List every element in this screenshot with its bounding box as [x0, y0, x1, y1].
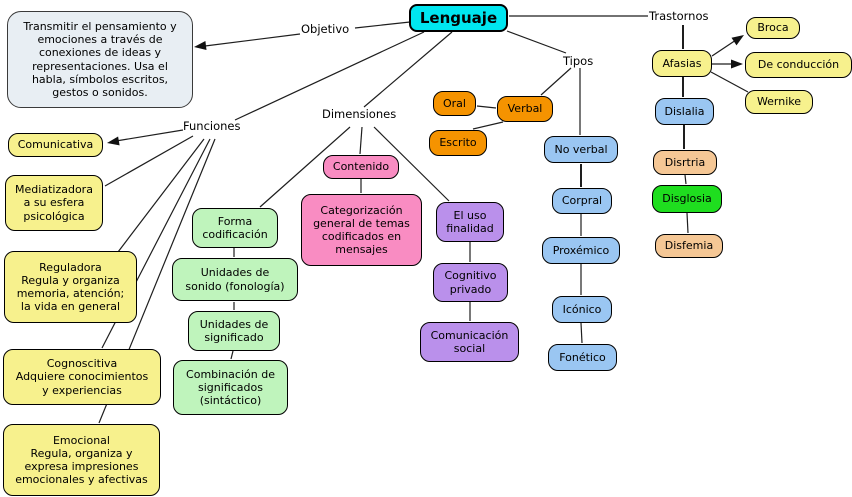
node-comunicativa[interactable]: Comunicativa: [8, 133, 103, 157]
node-oral[interactable]: Oral: [433, 91, 476, 116]
node-afasias[interactable]: Afasias: [652, 50, 712, 77]
node-iconico[interactable]: Icónico: [552, 296, 612, 323]
node-dislalia[interactable]: Dislalia: [655, 98, 714, 125]
node-fonetico[interactable]: Fonético: [548, 344, 617, 371]
node-disrtria[interactable]: Disrtria: [653, 150, 717, 175]
node-mediatizadora[interactable]: Mediatizadora a su esfera psicológica: [5, 175, 103, 231]
node-comunicacion-social[interactable]: Comunicación social: [420, 322, 519, 362]
node-wernike[interactable]: Wernike: [745, 90, 813, 114]
node-no-verbal[interactable]: No verbal: [544, 136, 618, 163]
node-disglosia[interactable]: Disglosia: [652, 185, 722, 213]
node-contenido[interactable]: Contenido: [323, 155, 399, 179]
node-reguladora[interactable]: Reguladora Regula y organiza memoria, at…: [4, 251, 137, 323]
node-de-conduccion[interactable]: De conducción: [745, 52, 852, 78]
arrowhead-to-comunicativa: [107, 136, 120, 146]
link-label-trastornos[interactable]: Trastornos: [649, 9, 709, 23]
node-unidades-sonido[interactable]: Unidades de sonido (fonología): [172, 258, 298, 301]
node-corpral[interactable]: Corpral: [552, 188, 612, 214]
node-broca[interactable]: Broca: [746, 17, 800, 39]
node-proxemico[interactable]: Proxémico: [542, 237, 620, 264]
node-lenguaje[interactable]: Lenguaje: [409, 4, 508, 32]
link-label-dimensiones[interactable]: Dimensiones: [322, 107, 397, 121]
node-cognitivo-privado[interactable]: Cognitivo privado: [433, 263, 508, 302]
node-categorizacion[interactable]: Categorización general de temas codifica…: [301, 194, 422, 266]
node-disfemia[interactable]: Disfemia: [655, 234, 723, 258]
node-cognoscitiva[interactable]: Cognoscitiva Adquiere conocimientos y ex…: [3, 349, 161, 405]
node-verbal[interactable]: Verbal: [497, 96, 553, 122]
node-emocional[interactable]: Emocional Regula, organiza y expresa imp…: [3, 424, 160, 496]
node-escrito[interactable]: Escrito: [429, 130, 487, 156]
arrowhead-to-broca: [731, 35, 744, 46]
arrowhead-to-definition: [194, 41, 207, 50]
node-definition[interactable]: Transmitir el pensamiento y emociones a …: [7, 11, 193, 108]
link-label-objetivo[interactable]: Objetivo: [301, 22, 350, 36]
link-label-funciones[interactable]: Funciones: [183, 119, 241, 133]
node-el-uso-finalidad[interactable]: El uso finalidad: [436, 202, 504, 242]
link-label-tipos[interactable]: Tipos: [563, 54, 594, 68]
node-unidades-significado[interactable]: Unidades de significado: [188, 311, 280, 351]
node-forma-codificacion[interactable]: Forma codificación: [192, 208, 278, 248]
node-combinacion-significados[interactable]: Combinación de significados (sintáctico): [173, 360, 288, 415]
arrowhead-to-deconduccion: [731, 59, 743, 69]
